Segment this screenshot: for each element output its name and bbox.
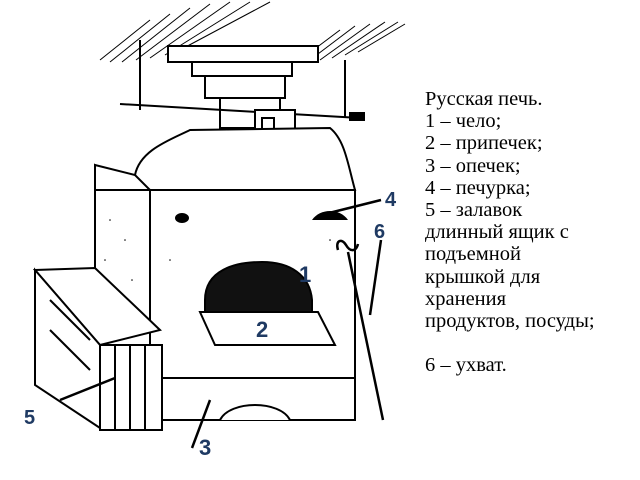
chelo-opening <box>204 260 313 321</box>
callout-2: 2 <box>256 317 269 342</box>
legend-item-2: 2 – припечек; <box>425 132 543 155</box>
callout-6: 6 <box>374 221 386 243</box>
callout-1: 1 <box>299 262 312 287</box>
legend-item-6: 6 – ухват. <box>425 354 507 377</box>
pechurka-niche <box>312 211 348 220</box>
callout-4: 4 <box>385 189 397 211</box>
legend-item-1: 1 – чело; <box>425 110 502 133</box>
hanging-rod <box>119 40 365 121</box>
callout-3: 3 <box>199 435 212 460</box>
ukhvat-tool <box>336 239 385 421</box>
legend-spacer <box>425 332 637 354</box>
callout-5: 5 <box>24 407 36 429</box>
callout-lines <box>59 198 383 449</box>
legend-item-5-desc-4: хранения <box>425 287 507 310</box>
legend-item-5-desc-5: продуктов, посуды; <box>425 310 595 333</box>
legend-caption: Русская печь. 1 – чело; 2 – припечек; 3 … <box>425 88 637 376</box>
legend-title: Русская печь. <box>425 88 543 110</box>
legend-item-5-desc-1: длинный ящик с <box>425 221 569 244</box>
legend-item-5-desc-3: крышкой для <box>425 265 541 288</box>
legend-item-4: 4 – печурка; <box>425 176 531 199</box>
legend-item-5-desc-2: подъемной <box>425 243 521 266</box>
stove-shoulders <box>134 126 357 191</box>
zalavok-chest <box>32 266 163 431</box>
side-hole <box>175 213 189 223</box>
stove-base <box>149 377 356 421</box>
legend-item-3: 3 – опечек; <box>425 154 521 177</box>
legend-item-5: 5 – залавок <box>425 199 523 222</box>
pripechek-shelf <box>198 311 337 346</box>
